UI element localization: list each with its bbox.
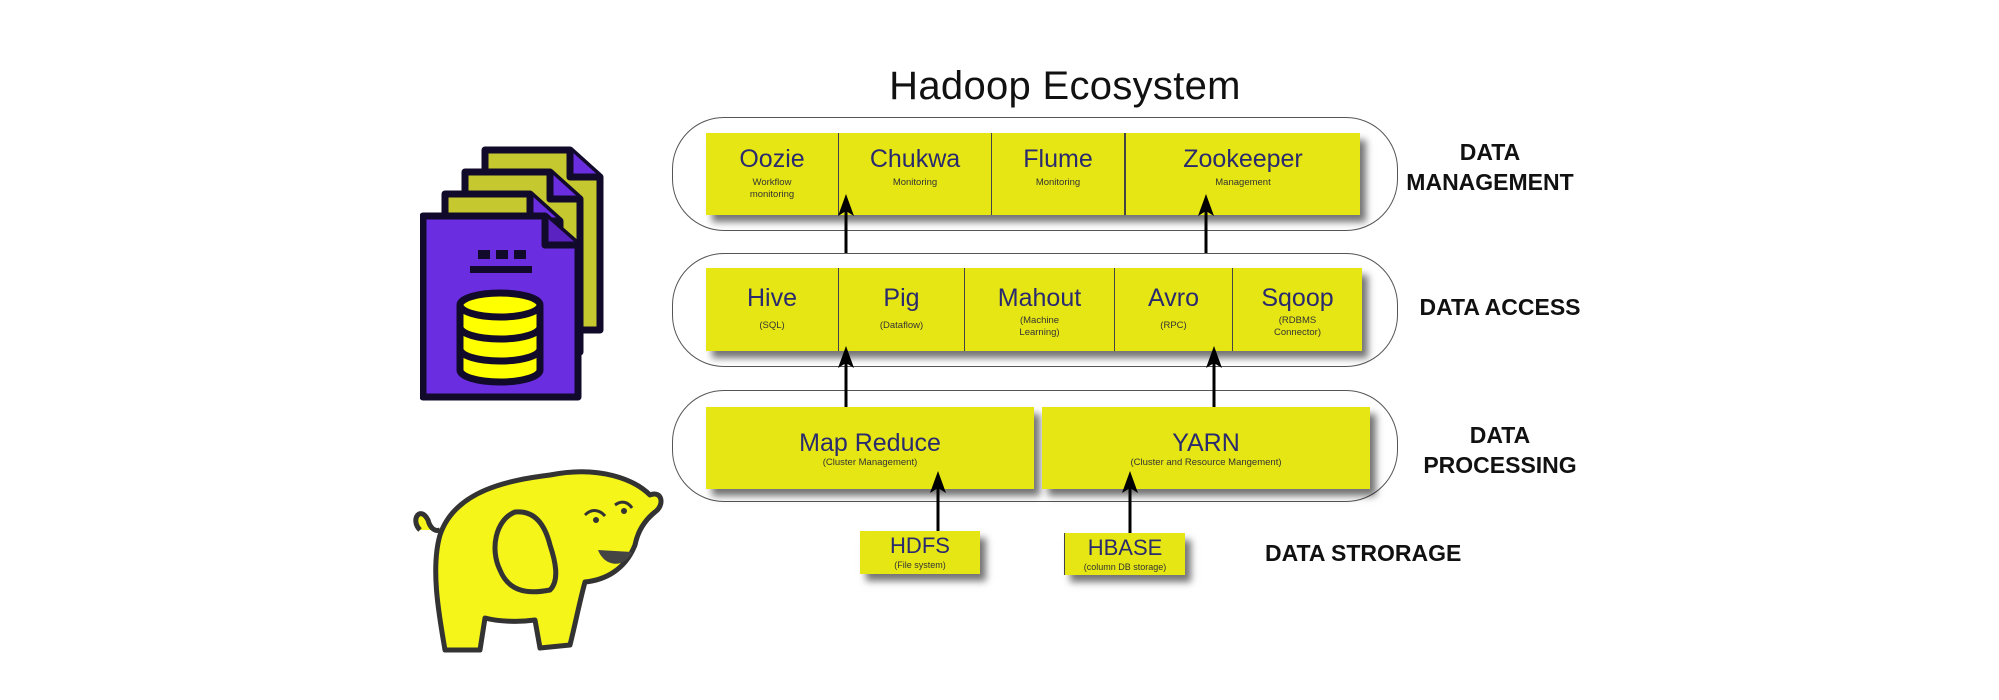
label-line: DATA bbox=[1459, 139, 1521, 165]
arrowhead bbox=[1198, 194, 1214, 216]
component-name: Pig bbox=[883, 284, 920, 312]
component-pig[interactable]: Pig (Dataflow) bbox=[838, 268, 964, 351]
component-name: Flume bbox=[1023, 145, 1093, 173]
arrowhead bbox=[838, 346, 854, 368]
label-line: MANAGEMENT bbox=[1406, 169, 1574, 195]
component-desc: (File system) bbox=[894, 560, 946, 570]
component-map-reduce[interactable]: Map Reduce (Cluster Management) bbox=[706, 407, 1034, 489]
database-documents-icon bbox=[420, 146, 604, 401]
component-desc: (Cluster Management) bbox=[822, 457, 918, 468]
arrowhead bbox=[1122, 471, 1138, 493]
component-name: HDFS bbox=[890, 533, 950, 558]
component-name: Chukwa bbox=[869, 145, 961, 173]
label-line: PROCESSING bbox=[1423, 452, 1577, 478]
component-oozie[interactable]: Oozie Workflow monitoring bbox=[706, 133, 838, 215]
component-chukwa[interactable]: Chukwa Monitoring bbox=[838, 133, 991, 215]
component-name: Sqoop bbox=[1261, 284, 1334, 312]
component-desc: (Dataflow) bbox=[879, 320, 924, 331]
component-yarn[interactable]: YARN (Cluster and Resource Mangement) bbox=[1042, 407, 1370, 489]
component-avro[interactable]: Avro (RPC) bbox=[1114, 268, 1232, 351]
component-zookeeper[interactable]: Zookeeper Management bbox=[1124, 133, 1360, 215]
arrowhead bbox=[838, 194, 854, 216]
component-desc: Monitoring bbox=[892, 177, 938, 188]
component-desc: (RDBMS Connector) bbox=[1274, 315, 1321, 338]
processing-components-band: Map Reduce (Cluster Management) YARN (Cl… bbox=[706, 407, 1370, 489]
diagram-title: Hadoop Ecosystem bbox=[889, 64, 1241, 108]
component-desc: (SQL) bbox=[759, 320, 785, 331]
management-components-band: Oozie Workflow monitoring Chukwa Monitor… bbox=[706, 133, 1360, 215]
component-mahout[interactable]: Mahout (Machine Learning) bbox=[964, 268, 1114, 351]
component-name: YARN bbox=[1172, 429, 1240, 457]
component-sqoop[interactable]: Sqoop (RDBMS Connector) bbox=[1232, 268, 1362, 351]
layer-label-data-storage: DATA STRORAGE bbox=[1265, 540, 1462, 566]
component-name: Map Reduce bbox=[799, 429, 941, 457]
component-desc: (Cluster and Resource Mangement) bbox=[1130, 457, 1282, 468]
component-name: HBASE bbox=[1087, 535, 1163, 560]
layer-label-data-access: DATA ACCESS bbox=[1419, 294, 1581, 320]
arrowhead bbox=[1206, 346, 1222, 368]
component-hdfs[interactable]: HDFS (File system) bbox=[860, 531, 980, 574]
label-line: DATA bbox=[1469, 422, 1531, 448]
arrowhead bbox=[930, 471, 946, 493]
component-name: Hive bbox=[746, 284, 797, 312]
component-hive[interactable]: Hive (SQL) bbox=[706, 268, 838, 351]
layer-label-data-processing: DATA PROCESSING bbox=[1405, 420, 1595, 480]
component-flume[interactable]: Flume Monitoring bbox=[991, 133, 1124, 215]
component-name: Avro bbox=[1148, 284, 1199, 312]
component-desc: Management bbox=[1215, 177, 1271, 188]
layer-label-data-management: DATA MANAGEMENT bbox=[1395, 137, 1585, 197]
component-desc: (column DB storage) bbox=[1083, 562, 1167, 572]
component-name: Zookeeper bbox=[1183, 145, 1303, 173]
component-name: Oozie bbox=[739, 145, 805, 173]
component-desc: (RPC) bbox=[1160, 320, 1187, 331]
component-desc: Workflow monitoring bbox=[749, 177, 795, 200]
component-name: Mahout bbox=[997, 284, 1082, 312]
component-desc: (Machine Learning) bbox=[1019, 315, 1060, 338]
hadoop-elephant-icon bbox=[413, 469, 664, 653]
component-hbase[interactable]: HBASE (column DB storage) bbox=[1064, 533, 1185, 575]
access-components-band: Hive (SQL) Pig (Dataflow) Mahout (Machin… bbox=[706, 268, 1362, 351]
component-desc: Monitoring bbox=[1035, 177, 1081, 188]
